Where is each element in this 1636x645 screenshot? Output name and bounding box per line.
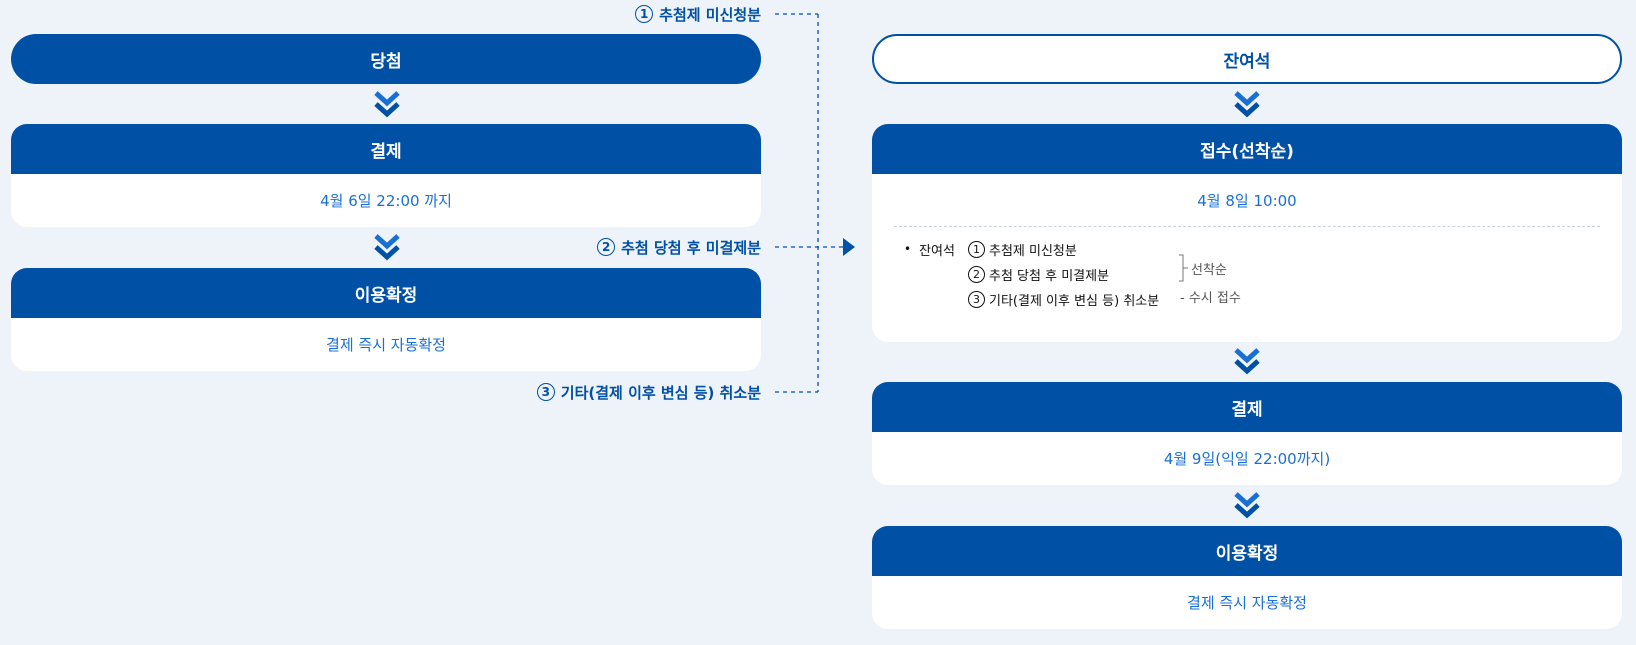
reception-bullet: • 잔여석 bbox=[904, 238, 955, 260]
left-payment-title: 결제 bbox=[11, 124, 761, 174]
win-pill: 당첨 bbox=[11, 34, 761, 84]
reception-item-1: 1 추첨제 미신청분 bbox=[968, 238, 1077, 260]
right-payment-card: 결제 4월 9일(익일 22:00까지) bbox=[872, 382, 1622, 485]
right-confirm-title: 이용확정 bbox=[872, 526, 1622, 576]
cancel-label-3: 3 기타(결제 이후 변심 등) 취소분 bbox=[536, 381, 761, 403]
number-3-icon: 3 bbox=[968, 290, 985, 308]
remaining-seats-label: 잔여석 bbox=[1223, 51, 1271, 72]
number-1-icon: 1 bbox=[635, 5, 654, 23]
first-come-label: 선착순 bbox=[1191, 263, 1227, 278]
cancel-label-3-text: 기타(결제 이후 변심 등) 취소분 bbox=[560, 383, 761, 402]
cancel-label-2-text: 추첨 당첨 후 미결제분 bbox=[621, 238, 761, 257]
remaining-seats-pill: 잔여석 bbox=[872, 34, 1622, 84]
reception-item-2: 2 추첨 당첨 후 미결제분 bbox=[968, 263, 1109, 285]
double-chevron-down-icon bbox=[374, 234, 400, 261]
double-chevron-down-icon bbox=[1234, 91, 1260, 118]
left-confirm-body: 결제 즉시 자동확정 bbox=[326, 335, 446, 354]
left-payment-deadline: 4월 6일 22:00 까지 bbox=[320, 191, 452, 210]
bracket-icon bbox=[1179, 254, 1188, 282]
reception-item-1-text: 추첨제 미신청분 bbox=[989, 243, 1077, 259]
right-confirm-body: 결제 즉시 자동확정 bbox=[1187, 593, 1307, 612]
reception-title: 접수(선착순) bbox=[872, 124, 1622, 174]
left-payment-card: 결제 4월 6일 22:00 까지 bbox=[11, 124, 761, 227]
double-chevron-down-icon bbox=[374, 91, 400, 118]
double-chevron-down-icon bbox=[1234, 348, 1260, 375]
right-confirm-card: 이용확정 결제 즉시 자동확정 bbox=[872, 526, 1622, 629]
reception-card: 접수(선착순) 4월 8일 10:00 • 잔여석 1 추첨제 미신청분 2 추… bbox=[872, 124, 1622, 342]
left-confirm-card: 이용확정 결제 즉시 자동확정 bbox=[11, 268, 761, 371]
win-pill-label: 당첨 bbox=[370, 51, 402, 72]
double-chevron-down-icon bbox=[1234, 492, 1260, 519]
divider bbox=[894, 226, 1600, 227]
number-3-icon: 3 bbox=[536, 383, 555, 401]
arrow-right-icon bbox=[843, 238, 855, 256]
number-2-icon: 2 bbox=[597, 238, 616, 256]
cancel-label-1-text: 추첨제 미신청분 bbox=[659, 5, 761, 24]
anytime-label: - 수시 접수 bbox=[1180, 291, 1241, 306]
reception-item-3-text: 기타(결제 이후 변심 등) 취소분 bbox=[989, 293, 1160, 309]
reception-item-3: 3 기타(결제 이후 변심 등) 취소분 bbox=[968, 288, 1159, 310]
left-confirm-title: 이용확정 bbox=[11, 268, 761, 318]
number-2-icon: 2 bbox=[968, 265, 985, 283]
right-payment-deadline: 4월 9일(익일 22:00까지) bbox=[1163, 449, 1331, 468]
bullet-dot: • bbox=[904, 242, 912, 256]
reception-item-2-text: 추첨 당첨 후 미결제분 bbox=[989, 268, 1110, 284]
reception-bullet-label: 잔여석 bbox=[919, 243, 955, 259]
number-1-icon: 1 bbox=[968, 240, 985, 258]
reception-time: 4월 8일 10:00 bbox=[1197, 191, 1297, 210]
cancel-label-2: 2 추첨 당첨 후 미결제분 bbox=[597, 236, 761, 258]
right-payment-title: 결제 bbox=[872, 382, 1622, 432]
cancel-label-1: 1 추첨제 미신청분 bbox=[635, 3, 761, 25]
